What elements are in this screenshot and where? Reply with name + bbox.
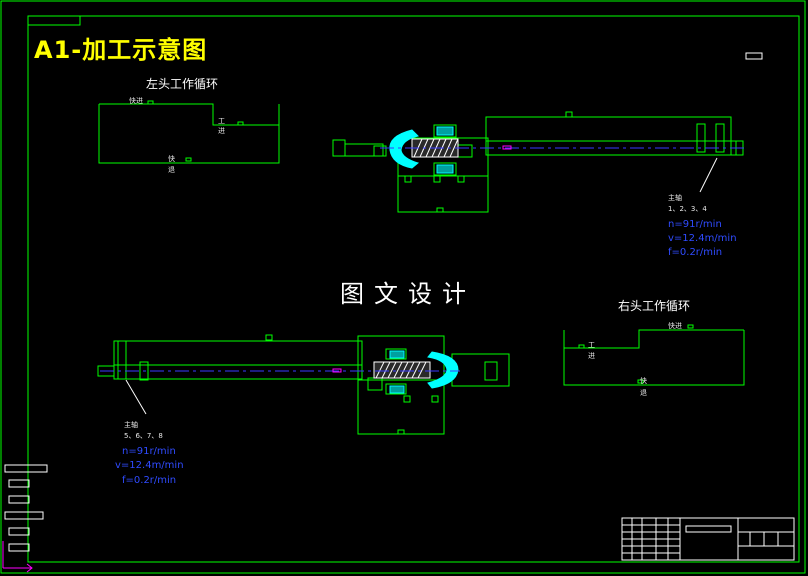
top-spindle-speed: n=91r/min (668, 219, 722, 230)
top-cutter-head (389, 129, 420, 169)
bottom-spindle-label: 主轴 (124, 421, 138, 429)
right-cycle-diagram (563, 324, 745, 386)
bottom-spindle-feed: f=0.2r/min (122, 475, 177, 486)
center-caption: 图文设计 (340, 280, 476, 308)
top-assembly (332, 111, 744, 213)
right-fast-out-label-1: 快 (640, 377, 647, 385)
bottom-hatch (373, 361, 431, 379)
bottom-leader (125, 379, 147, 415)
left-cycle-diagram (98, 100, 280, 164)
left-fast-in-label: 快进 (129, 97, 143, 105)
right-fast-out-label-2: 退 (640, 389, 647, 397)
bottom-spindle-numbers: 5、6、7、8 (124, 432, 163, 440)
top-hatch-blocks (436, 126, 454, 174)
left-cycle-title: 左头工作循环 (146, 77, 219, 91)
left-fast-out-label-2: 退 (168, 166, 175, 174)
title-block (621, 517, 795, 561)
binding-stubs (4, 464, 48, 552)
top-spindle-label: 主轴 (668, 194, 682, 202)
right-work-label-1: 工 (588, 341, 595, 349)
left-fast-out-label-1: 快 (168, 155, 175, 163)
bottom-spindle-velocity: v=12.4m/min (115, 460, 184, 471)
bottom-assembly (97, 334, 510, 435)
right-work-label-2: 进 (588, 352, 595, 360)
bottom-hatch-blocks (389, 350, 405, 394)
left-work-label-1: 工 (218, 117, 225, 125)
drawing-title: A1-加工示意图 (34, 36, 208, 64)
top-spindle-numbers: 1、2、3、4 (668, 205, 707, 213)
coordinate-icon (2, 541, 33, 573)
bottom-cutter-head (427, 351, 459, 389)
small-marker (745, 52, 763, 60)
right-fast-in-label: 快进 (668, 322, 682, 330)
top-spindle-velocity: v=12.4m/min (668, 233, 737, 244)
bottom-axis-marker (332, 368, 342, 373)
bottom-spindle-speed: n=91r/min (122, 446, 176, 457)
inner-frame (27, 15, 800, 563)
corner-tab (27, 15, 81, 26)
left-work-label-2: 进 (218, 127, 225, 135)
right-cycle-title: 右头工作循环 (618, 299, 691, 313)
top-axis-marker (502, 145, 512, 150)
top-spindle-feed: f=0.2r/min (668, 247, 723, 258)
top-leader (699, 157, 718, 193)
